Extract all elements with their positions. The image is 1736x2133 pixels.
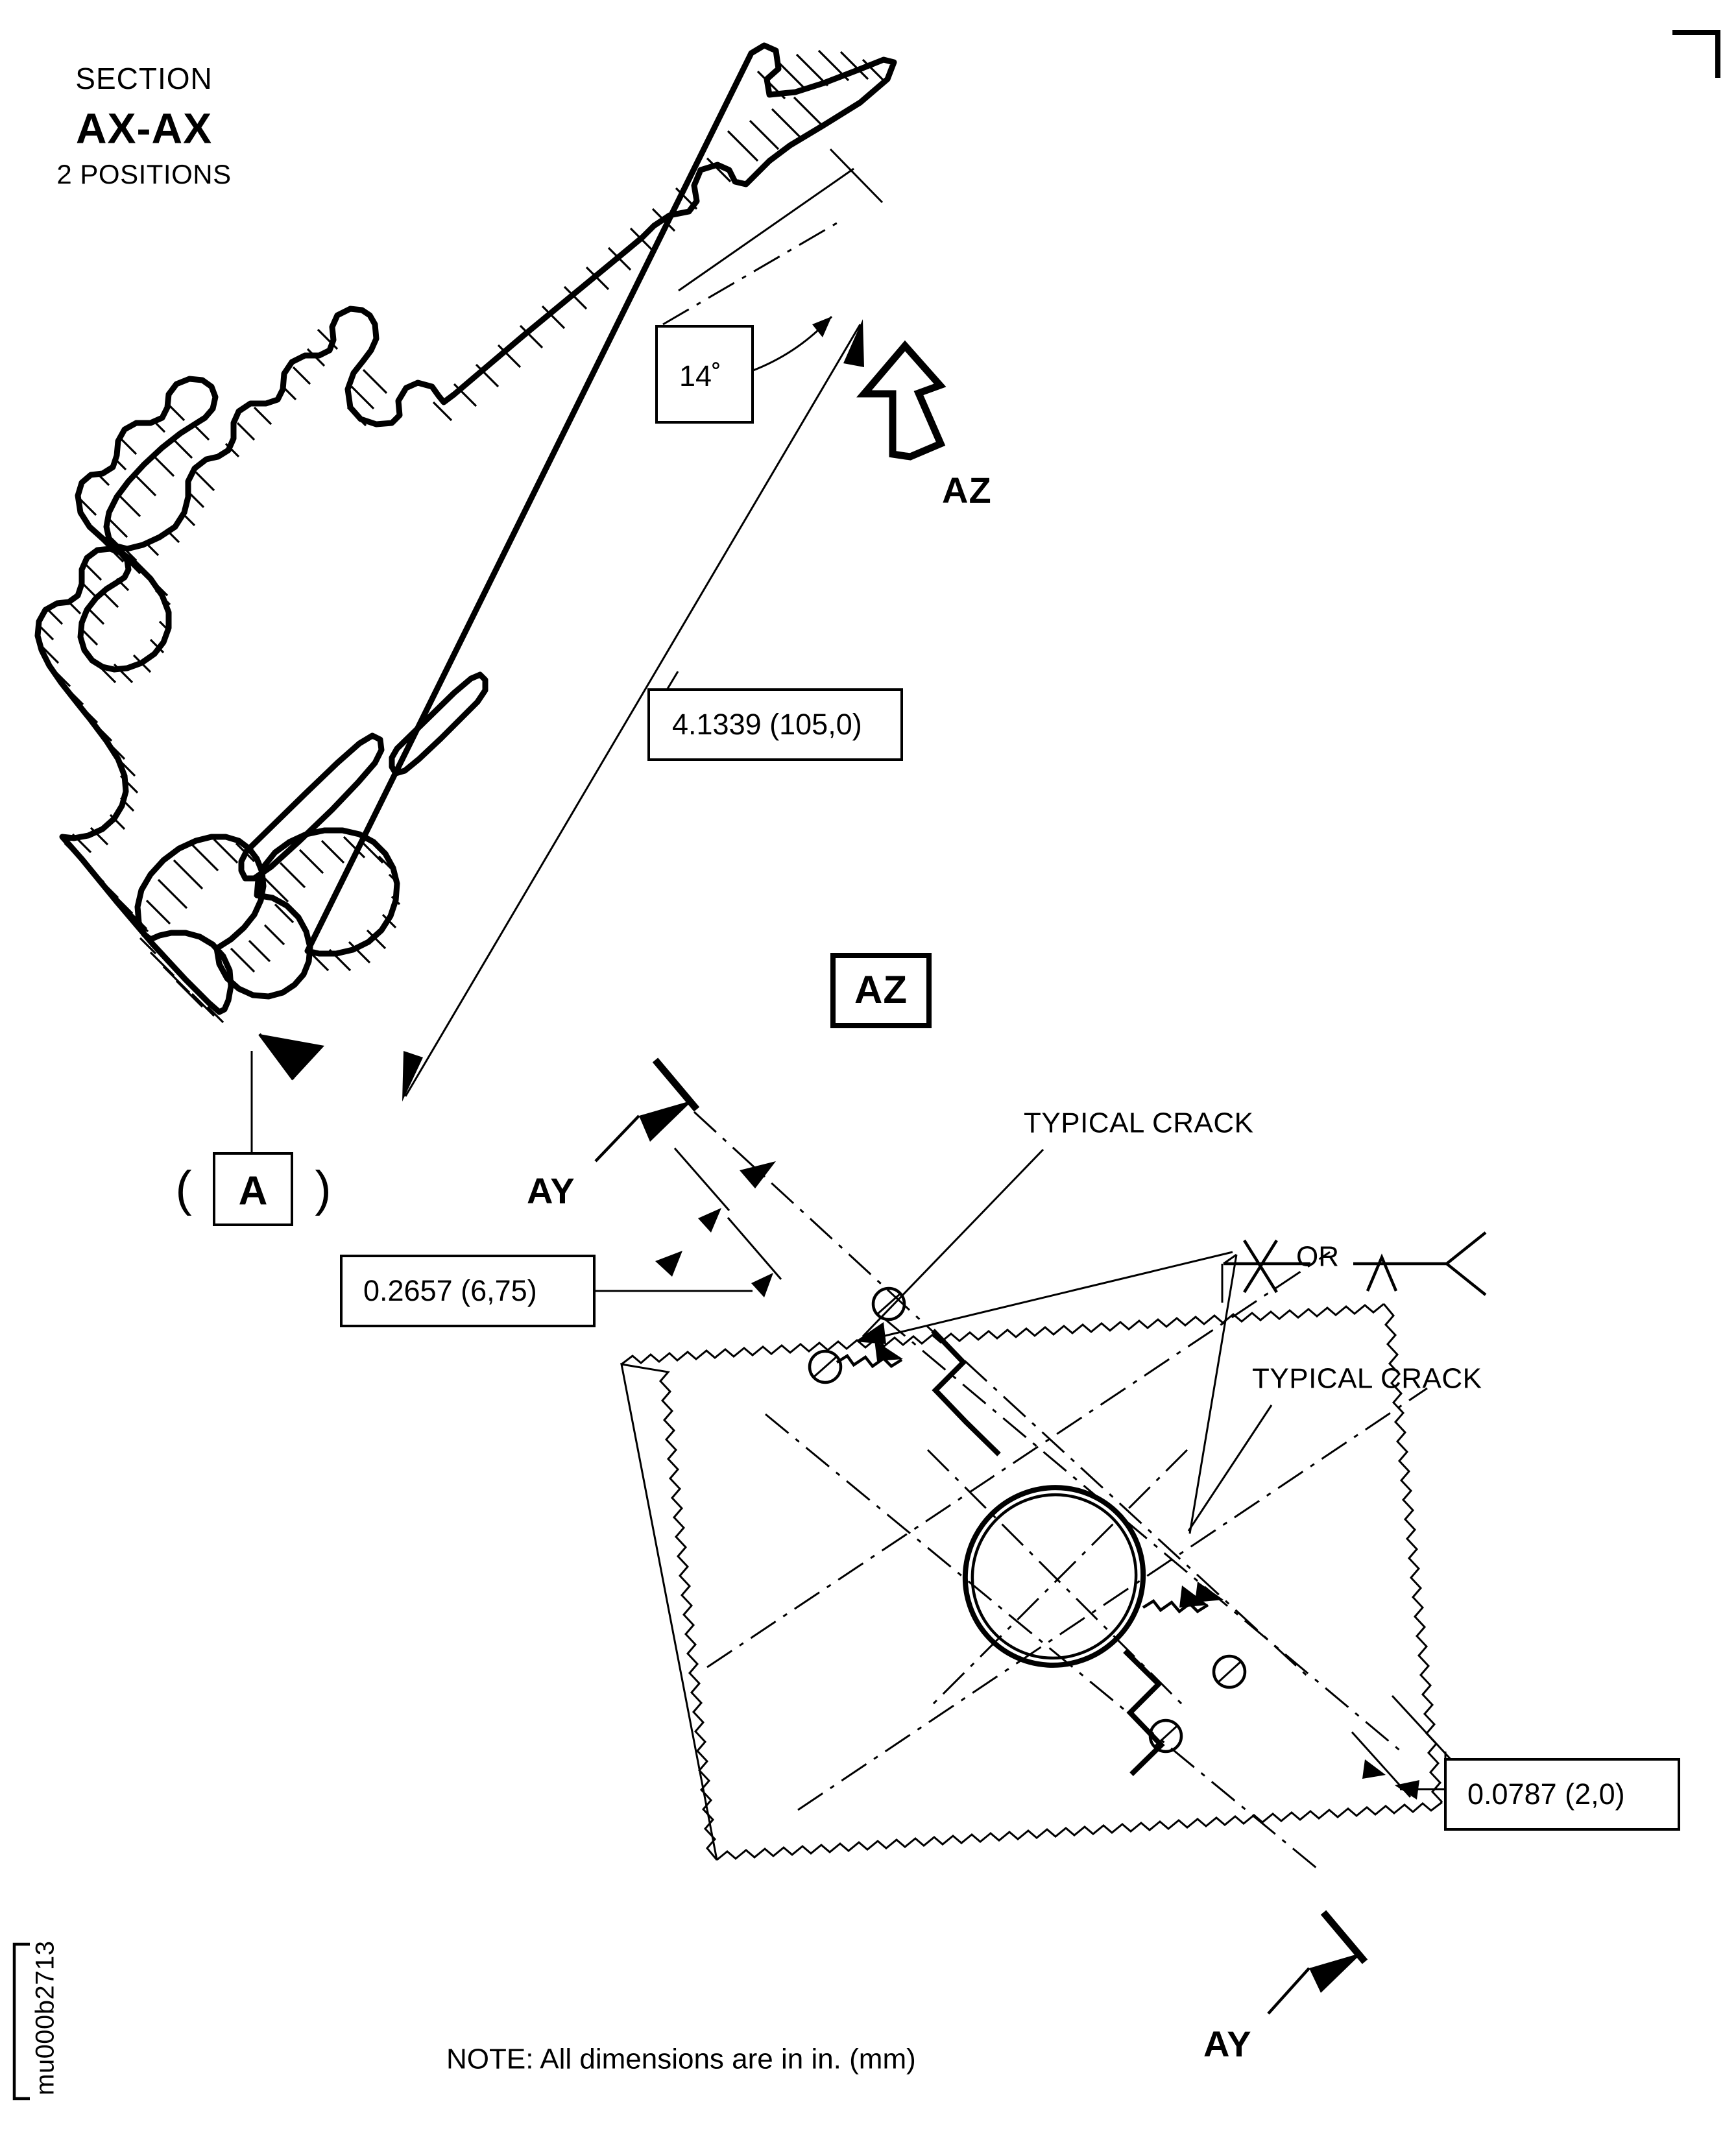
angle-dimension-14: 14˚	[655, 167, 854, 424]
or-label: OR	[1296, 1241, 1339, 1273]
section-hatching	[36, 49, 887, 1024]
section-word-label: SECTION	[75, 62, 212, 95]
edge-distance-value: 0.2657 (6,75)	[363, 1274, 537, 1307]
figure-id-bracket-icon	[12, 1942, 30, 2101]
corner-registration-mark-icon	[1672, 30, 1720, 78]
detail-callout-letter: A	[239, 1168, 268, 1213]
length-dimension-value: 4.1339 (105,0)	[672, 708, 862, 741]
crack-x-symbol-icon	[1243, 1239, 1278, 1294]
ay-bottom-label: AY	[1203, 2023, 1252, 2064]
crack-symbol-legend: OR	[876, 1231, 1487, 1534]
section-positions-label: 2 POSITIONS	[56, 159, 231, 189]
edge-distance-dimension: 0.2657 (6,75)	[340, 1148, 782, 1327]
az-boxed-text: AZ	[854, 968, 908, 1011]
crack-caret-symbol-icon	[1366, 1231, 1487, 1296]
detail-callout-close-paren: )	[315, 1161, 331, 1216]
crack-origin-markers	[808, 1286, 1247, 1753]
angle-dimension-value: 14˚	[679, 359, 721, 392]
section-title-block: SECTION AX-AX 2 POSITIONS	[56, 62, 231, 189]
ay-section-cut-top: AY	[527, 1057, 1312, 1680]
az-view-direction-arrow: AZ	[856, 340, 992, 511]
crack-length-dimension: 0.0787 (2,0)	[1351, 1694, 1680, 1831]
typical-crack-label-lower: TYPICAL CRACK	[1252, 1363, 1482, 1395]
az-plan-view	[620, 1251, 1443, 1870]
crack-length-value: 0.0787 (2,0)	[1467, 1778, 1625, 1811]
units-note: NOTE: All dimensions are in in. (mm)	[446, 2043, 916, 2075]
ay-top-label: AY	[527, 1170, 575, 1211]
typical-crack-annotation-lower: TYPICAL CRACK	[1187, 1363, 1482, 1532]
detail-callout-a: A ( )	[175, 1033, 332, 1226]
typical-crack-annotation-upper: TYPICAL CRACK	[862, 1107, 1254, 1338]
az-arrow-label: AZ	[942, 470, 992, 511]
length-dimension-leader: 4.1339 (105,0)	[402, 148, 903, 1102]
az-view-boxed-label: AZ	[830, 953, 932, 1028]
detail-callout-open-paren: (	[175, 1161, 191, 1216]
ay-section-cut-bottom: AY	[1203, 1910, 1368, 2064]
typical-crack-label-upper: TYPICAL CRACK	[1024, 1107, 1254, 1139]
section-identifier-label: AX-AX	[76, 104, 212, 152]
section-ax-ax-profile	[34, 42, 897, 1024]
figure-id-label: mu000b2713	[31, 1940, 60, 2095]
